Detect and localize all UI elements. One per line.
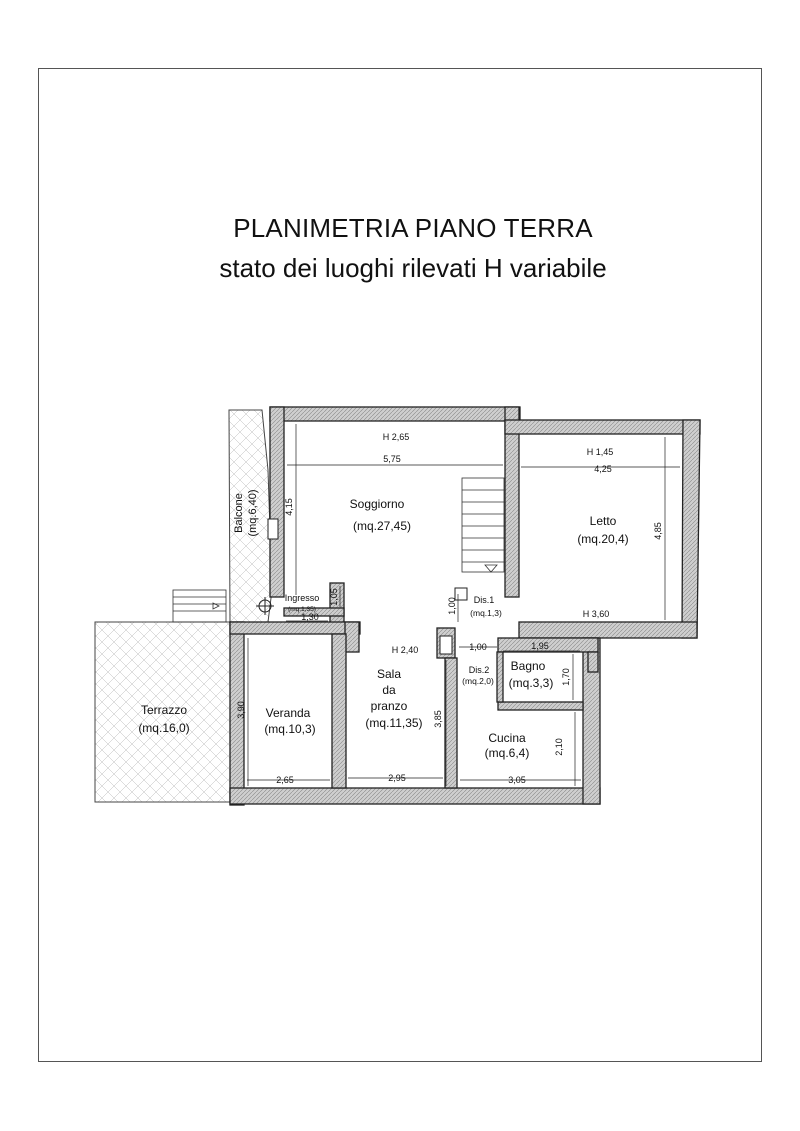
letto-width-label: 4,25: [594, 464, 612, 474]
ingresso-width-label: 1,30: [301, 612, 319, 622]
terrazzo-area: (mq.16,0): [138, 721, 189, 735]
cucina-height-label: 2,10: [554, 738, 564, 756]
letto-area: (mq.20,4): [577, 532, 628, 546]
veranda-height-label: 3,90: [236, 701, 246, 719]
drawing-frame: [38, 68, 762, 1062]
sala-height-label: 3,85: [433, 710, 443, 728]
letto-height-bottom: H 3,60: [583, 609, 610, 619]
dimension-lines: [247, 424, 680, 786]
sala-label-1: Sala: [377, 667, 401, 681]
soggiorno-height-label: 4,15: [284, 498, 294, 516]
soggiorno-height: H 2,65: [383, 432, 410, 442]
terrazzo-area: [94, 621, 231, 803]
interior-stairs: [461, 477, 505, 573]
terrazzo-label: Terrazzo: [141, 703, 187, 717]
sala-area: (mq.11,35): [365, 716, 422, 730]
walls: [229, 406, 701, 806]
letto-height-label: 4,85: [653, 522, 663, 540]
veranda-area: (mq.10,3): [264, 722, 315, 736]
bagno-label: Bagno: [511, 659, 546, 673]
cucina-area: (mq.6,4): [485, 746, 530, 760]
bagno-width-label: 1,95: [531, 641, 549, 651]
dis1-area: (mq.1,3): [470, 608, 502, 618]
bagno-height-label: 1,70: [561, 668, 571, 686]
balcone-label: Balcone: [233, 493, 245, 533]
cucina-width-label: 3,05: [508, 775, 526, 785]
plan-title: PLANIMETRIA PIANO TERRA: [233, 213, 593, 243]
soggiorno-area: (mq.27,45): [353, 519, 411, 533]
dis1-height-label: 1,00: [447, 597, 457, 615]
external-steps: [172, 589, 227, 623]
veranda-width-label: 2,65: [276, 775, 294, 785]
soggiorno-label: Soggiorno: [350, 497, 405, 511]
sala-label-3: pranzo: [371, 699, 408, 713]
balcone-area: (mq.6,40): [247, 489, 259, 536]
ingresso-height-label: 1,05: [329, 588, 339, 606]
dis2-label: Dis.2: [469, 665, 490, 675]
bagno-area: (mq.3,3): [509, 676, 554, 690]
cucina-label: Cucina: [488, 731, 526, 745]
sala-label-2: da: [382, 683, 396, 697]
sala-height: H 2,40: [392, 645, 419, 655]
veranda-label: Veranda: [266, 706, 311, 720]
dis2-width-label: 1,00: [469, 642, 487, 652]
dis1-label: Dis.1: [474, 595, 495, 605]
letto-label: Letto: [590, 514, 617, 528]
ingresso-area: (mq.1,35): [288, 606, 316, 613]
ingresso-label: Ingresso: [285, 593, 320, 603]
letto-height-top: H 1,45: [587, 447, 614, 457]
soggiorno-width-label: 5,75: [383, 454, 401, 464]
dis2-area: (mq.2,0): [462, 676, 494, 686]
sala-width-label: 2,95: [388, 773, 406, 783]
plan-subtitle: stato dei luoghi rilevati H variabile: [219, 253, 607, 283]
